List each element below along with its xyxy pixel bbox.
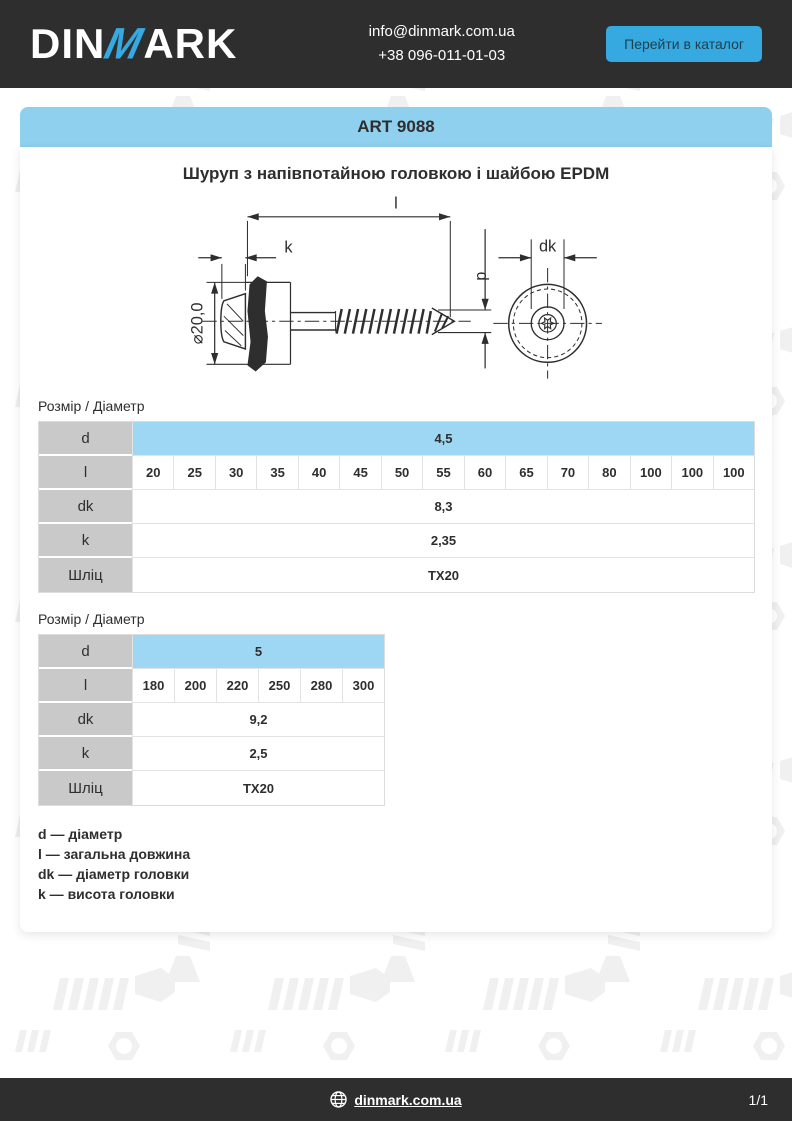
contact-block: info@dinmark.com.ua +38 096-011-01-03 — [369, 20, 515, 68]
torx-recess — [540, 316, 556, 330]
legend-item: d — діаметр — [38, 826, 123, 842]
value-cell: 200 — [174, 669, 216, 703]
legend-item: l — загальна довжина — [38, 846, 191, 862]
dim-label-washer-diameter: ⌀20,0 — [188, 302, 206, 344]
value-cell: 70 — [546, 456, 589, 490]
row-label: dk — [39, 490, 132, 524]
value-cell: TX20 — [132, 558, 754, 592]
dimension-legend: d — діаметр l — загальна довжина dk — діам… — [38, 824, 754, 904]
legend-item: dk — діаметр головки — [38, 866, 190, 882]
footer-bar: dinmark.com.ua 1/1 — [0, 1078, 792, 1121]
value-cell: 65 — [505, 456, 547, 490]
value-cell: 9,2 — [132, 703, 384, 737]
value-cell: 2,5 — [132, 737, 384, 771]
value-cell: TX20 — [132, 771, 384, 805]
value-cell: 20 — [132, 456, 174, 490]
table-caption-2: Розмір / Діаметр — [38, 611, 145, 627]
row-label: Шліц — [39, 558, 132, 592]
value-cell: 4,5 — [132, 422, 754, 456]
dim-label-l: l — [394, 195, 398, 213]
value-cell: 100 — [712, 456, 755, 490]
technical-drawing: l k ⌀20,0 — [186, 188, 606, 388]
row-label: Шліц — [39, 771, 132, 805]
logo-text-din: DIN — [30, 20, 106, 67]
value-cell: 5 — [132, 635, 384, 669]
value-cell: 80 — [588, 456, 630, 490]
footer-site-link[interactable]: dinmark.com.ua — [354, 1091, 462, 1108]
dim-label-k: k — [284, 239, 293, 257]
value-cell: 60 — [463, 456, 506, 490]
article-banner: ART 9088 — [20, 107, 772, 147]
logo-m-glyph: M — [100, 18, 149, 69]
go-to-catalog-button[interactable]: Перейти в каталог — [606, 26, 762, 62]
row-label: l — [39, 456, 132, 490]
value-cell: 55 — [422, 456, 464, 490]
value-cell: 250 — [258, 669, 300, 703]
value-cell: 35 — [256, 456, 298, 490]
table-caption-1: Розмір / Діаметр — [38, 398, 145, 414]
value-cell: 8,3 — [132, 490, 754, 524]
value-cell: 30 — [214, 456, 257, 490]
logo-text-ark: ARK — [143, 20, 238, 67]
dim-label-d: d — [473, 272, 491, 281]
globe-icon — [330, 1091, 348, 1108]
value-cell: 100 — [671, 456, 713, 490]
value-cell: 50 — [380, 456, 423, 490]
contact-email: info@dinmark.com.ua — [368, 23, 515, 40]
row-label: k — [39, 524, 132, 558]
value-cell: 220 — [216, 669, 258, 703]
row-label: d — [39, 422, 132, 456]
value-cell: 25 — [173, 456, 215, 490]
value-cell: 2,35 — [132, 524, 754, 558]
dim-label-dk: dk — [539, 238, 557, 256]
epdm-washer-section — [247, 276, 268, 372]
article-number: ART 9088 — [357, 117, 435, 136]
value-cell: 45 — [339, 456, 381, 490]
value-cell: 280 — [300, 669, 342, 703]
row-label: d — [39, 635, 132, 669]
row-label: l — [39, 669, 132, 703]
page-number: 1/1 — [748, 1091, 768, 1108]
content-card: Шуруп з напівпотайною головкою і шайбою … — [20, 147, 772, 932]
value-cell: 300 — [342, 669, 384, 703]
value-cell: 100 — [629, 456, 672, 490]
page-title: Шуруп з напівпотайною головкою і шайбою … — [182, 164, 610, 183]
value-cell: 180 — [132, 669, 174, 703]
contact-phone: +38 096-011-01-03 — [378, 47, 506, 64]
row-label: k — [39, 737, 132, 771]
value-cell: 40 — [297, 456, 340, 490]
legend-item: k — висота головки — [38, 886, 175, 902]
row-label: dk — [39, 703, 132, 737]
